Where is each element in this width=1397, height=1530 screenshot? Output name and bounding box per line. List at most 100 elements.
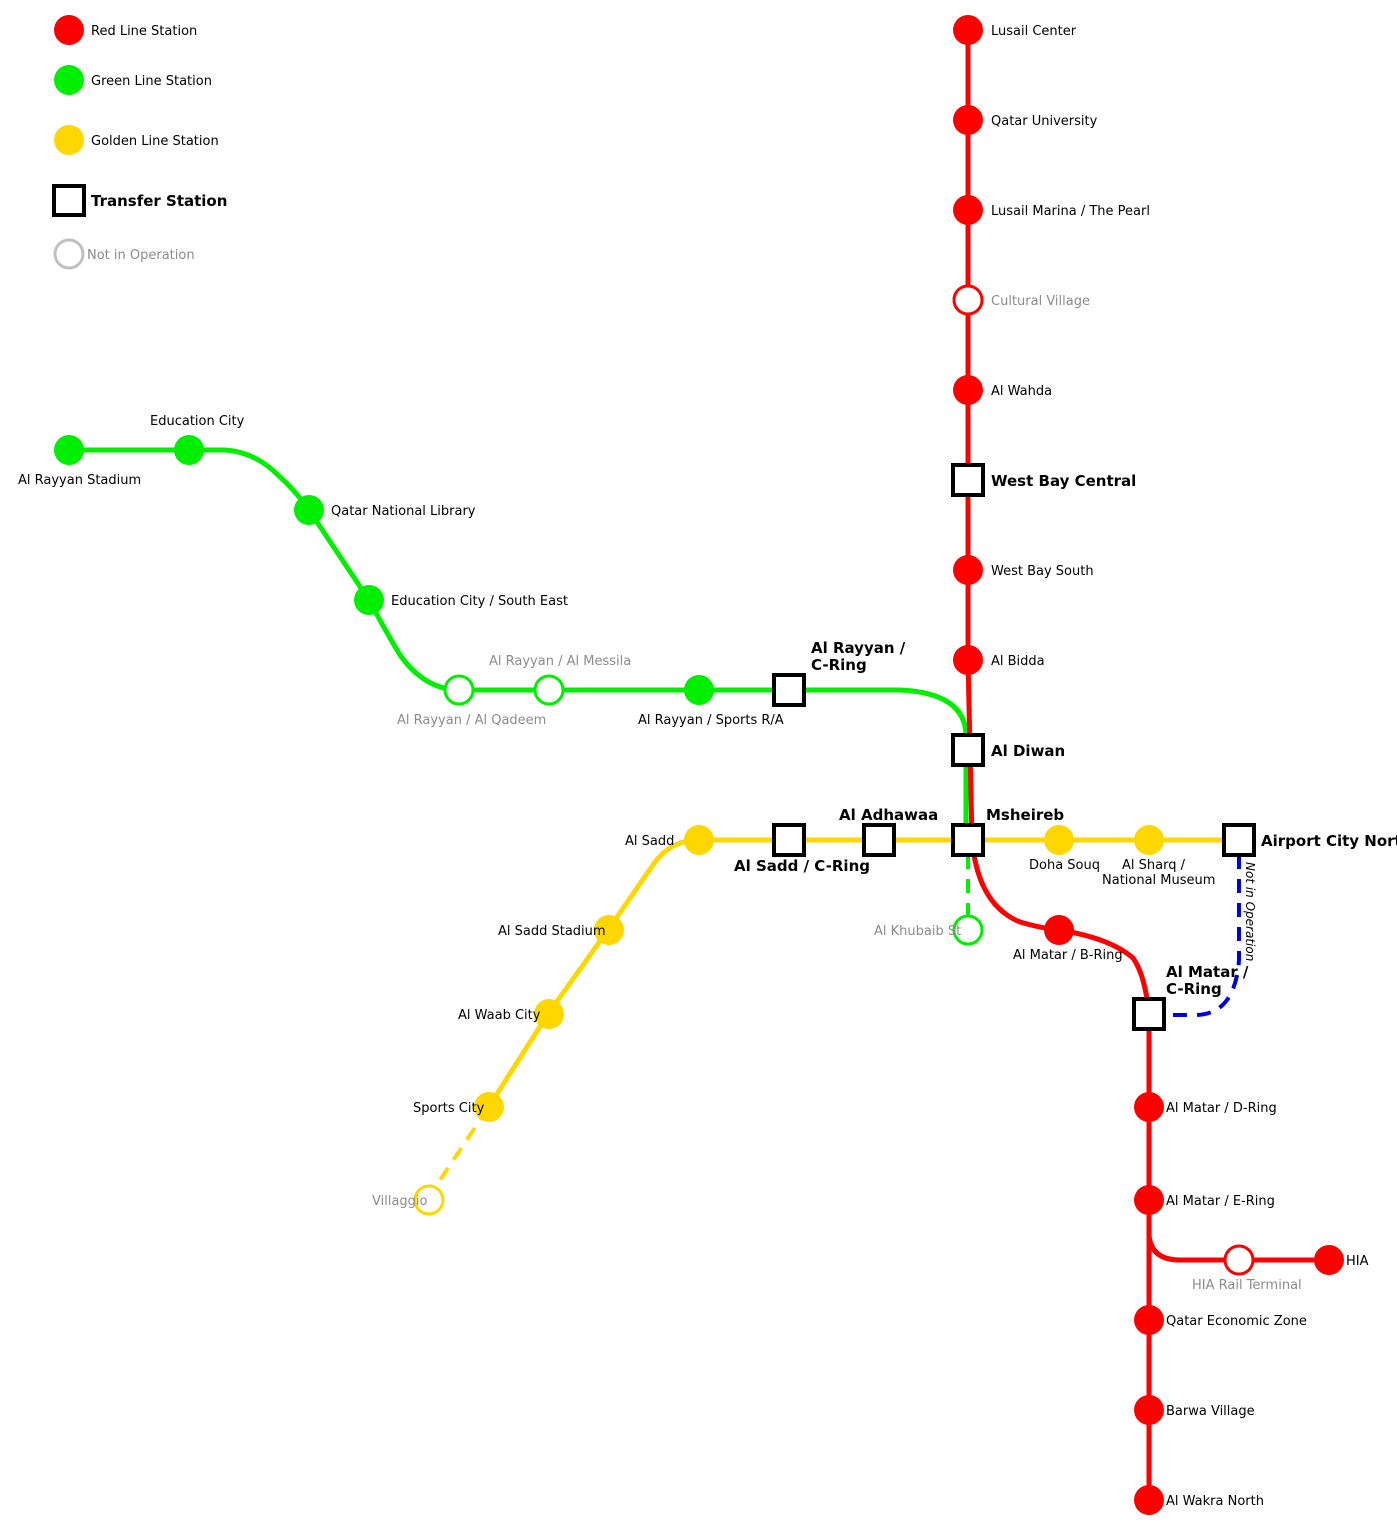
label-qatar-national-library: Qatar National Library — [331, 504, 476, 519]
station-west-bay-south[interactable] — [953, 555, 983, 585]
station-qatar-university[interactable] — [953, 105, 983, 135]
station-msheireb[interactable] — [951, 823, 985, 857]
station-al-bidda[interactable] — [953, 645, 983, 675]
gold-line-extension — [426, 1106, 490, 1200]
station-hia[interactable] — [1314, 1245, 1344, 1275]
label-al-sadd: Al Sadd — [625, 834, 674, 849]
legend-transfer-marker — [52, 184, 86, 217]
red-line — [965, 27, 1152, 1503]
label-barwa-village: Barwa Village — [1166, 1404, 1255, 1419]
station-qatar-national-library[interactable] — [294, 495, 324, 525]
station-hia-rail-terminal[interactable] — [1223, 1244, 1255, 1276]
label-al-wakra-north: Al Wakra North — [1166, 1494, 1264, 1509]
green-line-stations: Al Rayyan Stadium Education City Qatar N… — [18, 414, 984, 946]
station-al-matar-b-ring[interactable] — [1044, 915, 1074, 945]
station-al-rayyan-al-messila[interactable] — [533, 674, 565, 706]
red-line-hia-branch — [1146, 1232, 1332, 1263]
station-al-sadd[interactable] — [684, 825, 714, 855]
station-al-khubaib[interactable] — [952, 914, 984, 946]
station-al-matar-c-ring[interactable] — [1132, 997, 1166, 1031]
station-cultural-village[interactable] — [952, 284, 984, 316]
station-al-diwan[interactable] — [951, 733, 985, 767]
label-msheireb: Msheireb — [986, 806, 1064, 824]
label-airport-city-north: Airport City North — [1261, 832, 1397, 850]
label-al-matar-c-ring-line1: Al Matar / — [1166, 963, 1249, 981]
station-barwa-village[interactable] — [1134, 1395, 1164, 1425]
label-al-matar-c-ring-line2: C-Ring — [1166, 980, 1222, 998]
label-al-matar-b-ring: Al Matar / B-Ring — [1013, 948, 1123, 963]
label-cultural-village: Cultural Village — [991, 294, 1090, 309]
blue-link-note: Not in Operation — [1243, 862, 1257, 961]
blue-link-line — [1165, 855, 1241, 1017]
legend-transfer-label: Transfer Station — [91, 192, 227, 210]
label-al-sadd-c-ring: Al Sadd / C-Ring — [734, 857, 870, 875]
legend-offline-label: Not in Operation — [87, 248, 195, 263]
legend-gold-marker — [54, 125, 84, 155]
legend: Red Line Station Green Line Station Gold… — [52, 15, 227, 270]
label-al-wahda: Al Wahda — [991, 384, 1052, 399]
label-al-rayyan-sports: Al Rayyan / Sports R/A — [638, 713, 784, 728]
station-villaggio[interactable] — [413, 1184, 445, 1216]
green-line — [66, 447, 969, 843]
station-al-matar-d-ring[interactable] — [1134, 1092, 1164, 1122]
station-al-rayyan-sports[interactable] — [684, 675, 714, 705]
station-education-city[interactable] — [174, 435, 204, 465]
label-villaggio: Villaggio — [372, 1194, 428, 1209]
label-al-bidda: Al Bidda — [991, 654, 1045, 669]
station-lusail-center[interactable] — [953, 15, 983, 45]
label-al-rayyan-c-ring-line1: Al Rayyan / — [811, 639, 906, 657]
label-hia: HIA — [1346, 1254, 1369, 1269]
station-lusail-marina[interactable] — [953, 195, 983, 225]
legend-offline-marker — [53, 238, 85, 270]
label-al-rayyan-stadium: Al Rayyan Stadium — [18, 473, 141, 488]
label-lusail-center: Lusail Center — [991, 24, 1077, 39]
station-qatar-economic-zone[interactable] — [1134, 1305, 1164, 1335]
station-al-wahda[interactable] — [953, 375, 983, 405]
station-al-rayyan-al-qadeem[interactable] — [443, 674, 475, 706]
station-doha-souq[interactable] — [1044, 825, 1074, 855]
label-al-matar-e-ring: Al Matar / E-Ring — [1166, 1194, 1275, 1209]
label-doha-souq: Doha Souq — [1029, 858, 1100, 873]
label-education-city-se: Education City / South East — [391, 594, 568, 609]
label-al-rayyan-al-messila: Al Rayyan / Al Messila — [489, 654, 631, 669]
station-west-bay-central[interactable] — [951, 463, 985, 497]
station-al-rayyan-c-ring[interactable] — [772, 673, 806, 707]
legend-gold-label: Golden Line Station — [91, 134, 219, 149]
station-al-sadd-c-ring[interactable] — [772, 823, 806, 857]
station-al-waab-city[interactable] — [534, 999, 564, 1029]
label-al-adhawaa: Al Adhawaa — [839, 806, 938, 824]
station-al-wakra-north[interactable] — [1134, 1485, 1164, 1515]
station-sports-city[interactable] — [474, 1092, 504, 1122]
label-al-sharq-line2: National Museum — [1102, 873, 1215, 888]
label-al-waab-city: Al Waab City — [458, 1008, 541, 1023]
label-al-diwan: Al Diwan — [991, 742, 1065, 760]
label-al-rayyan-c-ring-line2: C-Ring — [811, 656, 867, 674]
label-sports-city: Sports City — [413, 1101, 485, 1116]
transfer-stations: West Bay Central Al Diwan Msheireb Al Ad… — [734, 463, 1397, 1031]
legend-red-marker — [54, 15, 84, 45]
label-hia-rail-terminal: HIA Rail Terminal — [1192, 1278, 1302, 1293]
label-qatar-university: Qatar University — [991, 114, 1098, 129]
label-education-city: Education City — [150, 414, 245, 429]
station-al-adhawaa[interactable] — [862, 823, 896, 857]
label-lusail-marina: Lusail Marina / The Pearl — [991, 204, 1150, 219]
label-al-sadd-stadium: Al Sadd Stadium — [498, 924, 606, 939]
station-al-sadd-stadium[interactable] — [594, 915, 624, 945]
legend-green-label: Green Line Station — [91, 74, 212, 89]
label-al-sharq-line1: Al Sharq / — [1122, 858, 1186, 873]
legend-red-label: Red Line Station — [91, 24, 197, 39]
station-al-rayyan-stadium[interactable] — [54, 435, 84, 465]
red-line-stations: Lusail Center Qatar University Lusail Ma… — [952, 15, 1369, 1515]
label-west-bay-south: West Bay South — [991, 564, 1094, 579]
label-al-matar-d-ring: Al Matar / D-Ring — [1166, 1101, 1277, 1116]
label-al-khubaib: Al Khubaib St — [874, 924, 961, 939]
station-airport-city-north[interactable] — [1222, 823, 1256, 857]
gold-line-southwest — [485, 837, 701, 1111]
station-education-city-se[interactable] — [354, 585, 384, 615]
label-al-rayyan-al-qadeem: Al Rayyan / Al Qadeem — [397, 713, 546, 728]
station-al-matar-e-ring[interactable] — [1134, 1185, 1164, 1215]
legend-green-marker — [54, 65, 84, 95]
station-al-sharq[interactable] — [1134, 825, 1164, 855]
label-qatar-economic-zone: Qatar Economic Zone — [1166, 1314, 1307, 1329]
